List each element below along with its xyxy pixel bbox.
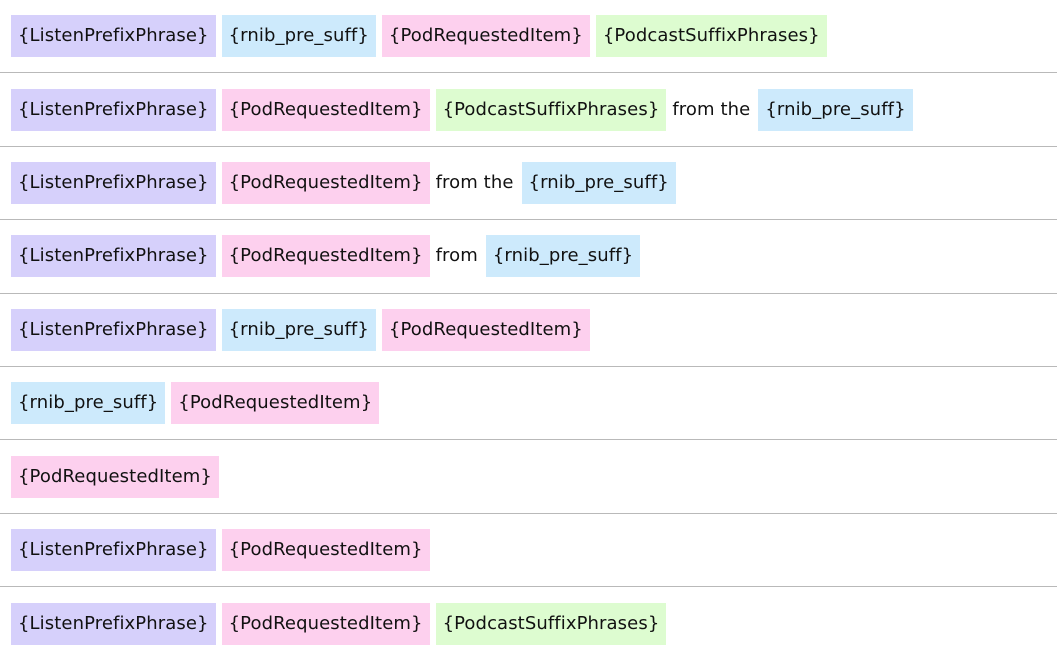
utterance-row[interactable]: {ListenPrefixPhrase}{rnib_pre_suff}{PodR… bbox=[0, 294, 1057, 367]
slot-token-listenprefixphrase[interactable]: {ListenPrefixPhrase} bbox=[11, 308, 216, 351]
slot-token-listenprefixphrase[interactable]: {ListenPrefixPhrase} bbox=[11, 15, 216, 58]
literal-text: from bbox=[435, 245, 478, 267]
slot-token-listenprefixphrase[interactable]: {ListenPrefixPhrase} bbox=[11, 235, 216, 278]
slot-token-rnib-pre-suff[interactable]: {rnib_pre_suff} bbox=[521, 161, 676, 204]
slot-token-podcastsuffixphrases[interactable]: {PodcastSuffixPhrases} bbox=[595, 15, 827, 58]
slot-token-rnib-pre-suff[interactable]: {rnib_pre_suff} bbox=[485, 235, 641, 278]
slot-token-podrequesteditem[interactable]: {PodRequestedItem} bbox=[221, 161, 430, 204]
slot-token-rnib-pre-suff[interactable]: {rnib_pre_suff} bbox=[758, 88, 913, 131]
slot-token-podrequesteditem[interactable]: {PodRequestedItem} bbox=[221, 528, 430, 571]
slot-token-podrequesteditem[interactable]: {PodRequestedItem} bbox=[221, 602, 430, 645]
slot-token-podrequesteditem[interactable]: {PodRequestedItem} bbox=[381, 308, 590, 351]
slot-token-podrequesteditem[interactable]: {PodRequestedItem} bbox=[221, 235, 430, 278]
utterance-row[interactable]: {PodRequestedItem} bbox=[0, 440, 1057, 514]
utterance-row[interactable]: {rnib_pre_suff}{PodRequestedItem} bbox=[0, 367, 1057, 441]
slot-token-podrequesteditem[interactable]: {PodRequestedItem} bbox=[171, 382, 380, 425]
utterance-row[interactable]: {ListenPrefixPhrase}{PodRequestedItem}{P… bbox=[0, 73, 1057, 147]
slot-token-rnib-pre-suff[interactable]: {rnib_pre_suff} bbox=[221, 15, 376, 58]
slot-token-listenprefixphrase[interactable]: {ListenPrefixPhrase} bbox=[11, 161, 216, 204]
slot-token-podrequesteditem[interactable]: {PodRequestedItem} bbox=[381, 15, 590, 58]
slot-token-rnib-pre-suff[interactable]: {rnib_pre_suff} bbox=[221, 308, 376, 351]
slot-token-podrequesteditem[interactable]: {PodRequestedItem} bbox=[221, 88, 430, 131]
slot-token-podrequesteditem[interactable]: {PodRequestedItem} bbox=[11, 455, 219, 498]
utterance-row[interactable]: {ListenPrefixPhrase}{PodRequestedItem}fr… bbox=[0, 220, 1057, 294]
utterance-row[interactable]: {ListenPrefixPhrase}{PodRequestedItem}{P… bbox=[0, 587, 1057, 660]
utterance-row[interactable]: {ListenPrefixPhrase}{rnib_pre_suff}{PodR… bbox=[0, 0, 1057, 74]
slot-token-podcastsuffixphrases[interactable]: {PodcastSuffixPhrases} bbox=[435, 602, 667, 645]
slot-token-listenprefixphrase[interactable]: {ListenPrefixPhrase} bbox=[11, 88, 216, 131]
slot-token-listenprefixphrase[interactable]: {ListenPrefixPhrase} bbox=[11, 602, 216, 645]
literal-text: from the bbox=[672, 98, 751, 120]
slot-token-rnib-pre-suff[interactable]: {rnib_pre_suff} bbox=[11, 382, 166, 425]
slot-token-listenprefixphrase[interactable]: {ListenPrefixPhrase} bbox=[11, 528, 216, 571]
utterance-row[interactable]: {ListenPrefixPhrase}{PodRequestedItem} bbox=[0, 514, 1057, 588]
utterance-row[interactable]: {ListenPrefixPhrase}{PodRequestedItem}fr… bbox=[0, 147, 1057, 221]
slot-token-podcastsuffixphrases[interactable]: {PodcastSuffixPhrases} bbox=[435, 88, 667, 131]
literal-text: from the bbox=[435, 171, 514, 193]
